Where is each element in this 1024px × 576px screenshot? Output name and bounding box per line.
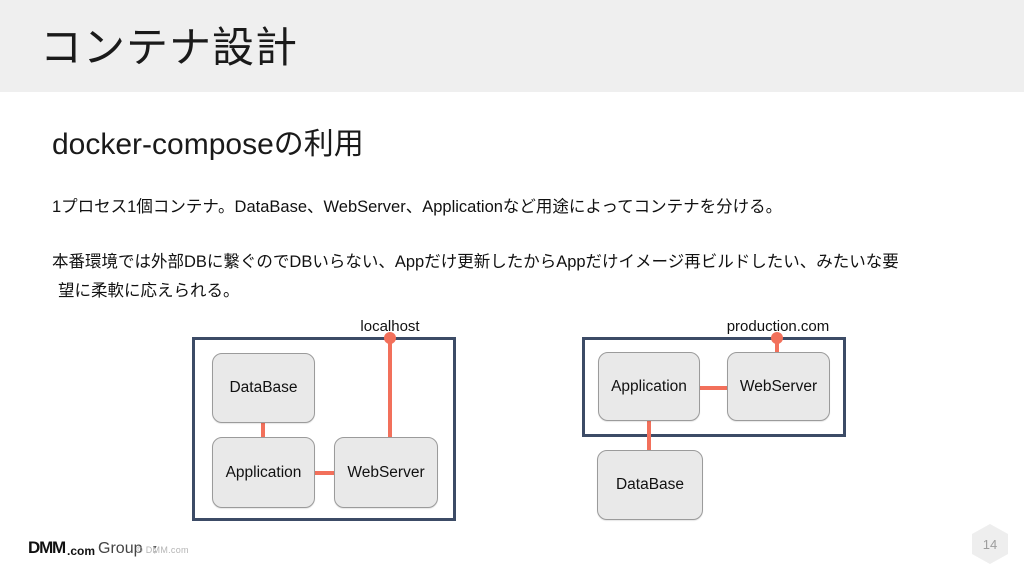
connector-webserver-to-production-port bbox=[775, 338, 779, 360]
body-paragraph-2: 本番環境では外部DBに繋ぐのでDBいらない、Appだけ更新したからAppだけイメ… bbox=[52, 248, 982, 306]
service-box-database-prod[interactable]: DataBase bbox=[597, 450, 703, 520]
service-box-webserver-prod[interactable]: WebServer bbox=[727, 352, 830, 421]
page-number: 14 bbox=[982, 536, 998, 552]
connector-webserver-to-localhost bbox=[388, 338, 392, 438]
body-paragraph-2-line-2: 望に柔軟に応えられる。 bbox=[58, 282, 240, 300]
dmm-logo-group: Group bbox=[98, 540, 143, 557]
body-paragraph-2-line-1: 本番環境では外部DBに繋ぐのでDBいらない、Appだけ更新したからAppだけイメ… bbox=[52, 253, 899, 271]
dmm-logo-com: .com bbox=[67, 544, 96, 558]
copyright-text: © DMM.com bbox=[136, 545, 189, 555]
page-title: コンテナ設計 bbox=[40, 24, 299, 71]
service-box-application-prod[interactable]: Application bbox=[598, 352, 700, 421]
slide-header-band bbox=[0, 0, 1024, 92]
section-heading: docker-composeの利用 bbox=[52, 128, 364, 161]
service-box-database-local[interactable]: DataBase bbox=[212, 353, 315, 423]
network-label-localhost: localhost bbox=[360, 318, 420, 335]
container-architecture-diagrams: localhost DataBase Application WebServer… bbox=[0, 300, 1024, 540]
connector-application-to-database-prod bbox=[647, 420, 651, 451]
network-port-dot-production bbox=[771, 332, 783, 344]
body-paragraph-1: 1プロセス1個コンテナ。DataBase、WebServer、Applicati… bbox=[52, 198, 783, 216]
dmm-logo-wordmark: DMM bbox=[28, 538, 66, 557]
network-label-production: production.com bbox=[726, 318, 830, 335]
network-port-dot-localhost bbox=[384, 332, 396, 344]
connector-application-to-webserver-prod bbox=[700, 386, 728, 390]
hexagon-shape-icon bbox=[972, 524, 1008, 564]
slide-footer: DMM .com Group © DMM.com 14 bbox=[0, 524, 1024, 576]
dmm-logo: DMM .com Group bbox=[28, 538, 161, 558]
service-box-webserver-local[interactable]: WebServer bbox=[334, 437, 438, 508]
page-number-badge: 14 bbox=[972, 524, 1008, 564]
connector-application-to-webserver-local bbox=[314, 471, 336, 475]
connector-database-to-application-local bbox=[261, 421, 265, 439]
triangle-mark-icon bbox=[149, 544, 161, 556]
service-box-application-local[interactable]: Application bbox=[212, 437, 315, 508]
